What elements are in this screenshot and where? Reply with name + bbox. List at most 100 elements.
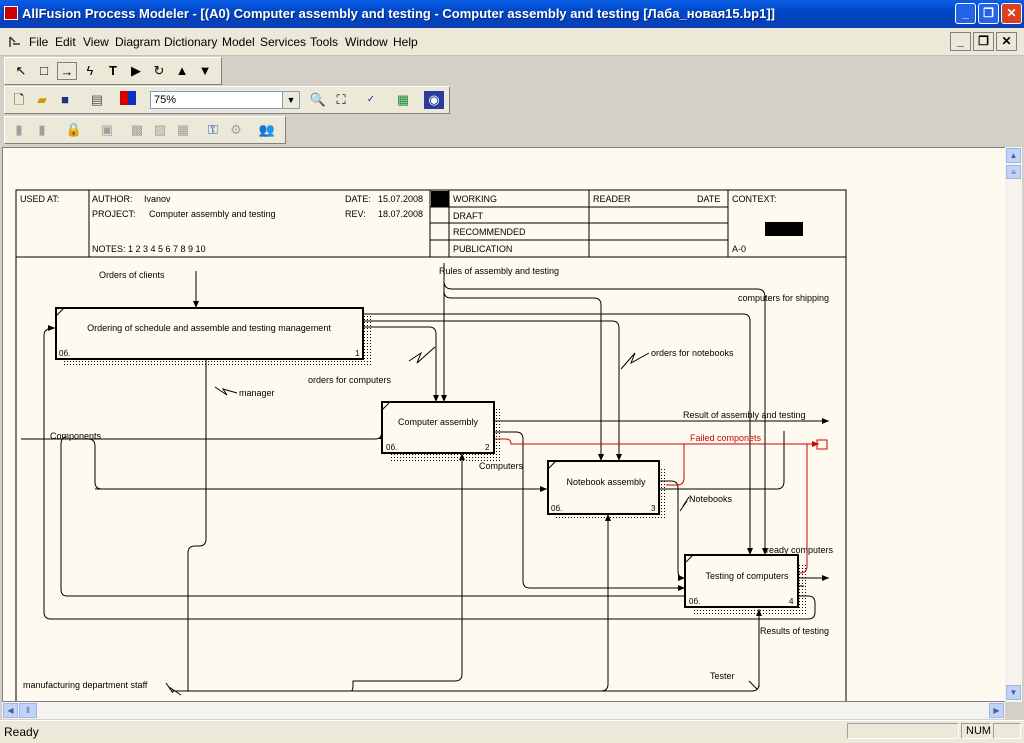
horizontal-scrollbar[interactable]: ◀ ⦀ ▶ — [2, 702, 1005, 719]
num-lock-indicator: NUM — [961, 723, 991, 739]
label-manager: manager — [239, 388, 275, 398]
window-title: AllFusion Process Modeler - [(A0) Comput… — [22, 6, 775, 21]
menu-view[interactable]: View — [83, 35, 109, 49]
mart-tools-icon: ⚙ — [230, 122, 242, 137]
label-orders-for-computers: orders for computers — [308, 375, 392, 385]
title-bar: AllFusion Process Modeler - [(A0) Comput… — [0, 0, 1024, 28]
box-3-label: Notebook assembly — [566, 477, 646, 487]
label-failed: Failed componets — [690, 433, 762, 443]
mdi-restore-button[interactable]: ❐ — [973, 32, 994, 51]
idef0-diagram: USED AT: AUTHOR: Ivanov PROJECT: Compute… — [15, 189, 847, 701]
project-label: PROJECT: — [92, 209, 136, 219]
save-icon[interactable]: ■ — [61, 92, 69, 107]
mart-save-icon: ▩ — [130, 122, 144, 137]
box-3[interactable]: Notebook assembly 0б. 3 — [547, 460, 660, 515]
author-label: AUTHOR: — [92, 194, 133, 204]
status-working: WORKING — [453, 194, 497, 204]
menu-diagram[interactable]: Diagram — [115, 35, 161, 49]
go-to-child-icon[interactable]: ▼ — [198, 63, 212, 78]
zoom-select[interactable]: 75% ▼ — [150, 91, 300, 109]
label-ready-computers: ready computers — [766, 545, 834, 555]
drawing-toolbar: ↖ □ → ϟ T ▶ ↻ ▲ ▼ — [4, 57, 222, 85]
vertical-scroll-thumb[interactable]: ≡ — [1006, 165, 1021, 179]
mart-toolbar: ▮ ▮ 🔒 ▣ ▩ ▨ ▦ ⚿ ⚙ 👥 — [4, 116, 286, 144]
box-2-label: Computer assembly — [398, 417, 479, 427]
menu-window[interactable]: Window — [345, 35, 388, 49]
minimize-button[interactable]: _ — [955, 3, 976, 24]
diagram-workspace[interactable]: USED AT: AUTHOR: Ivanov PROJECT: Compute… — [2, 147, 1005, 702]
box-3-number: 3 — [651, 504, 656, 513]
menu-file[interactable]: File — [29, 35, 49, 49]
mdi-close-button[interactable]: ✕ — [996, 32, 1017, 51]
mart-connect-icon: ▮ — [15, 122, 23, 137]
go-to-sibling-icon[interactable]: ▶ — [131, 63, 141, 78]
box-tool-icon[interactable]: □ — [40, 63, 48, 78]
reader-label: READER — [593, 194, 631, 204]
standard-toolbar: 🗋 ▰ ■ ▤ 75% ▼ 🔍 ⛶ ✓ ▦ ◉ — [4, 86, 450, 114]
spell-check-icon[interactable]: ✓ — [366, 94, 376, 105]
rotate-icon[interactable]: ↻ — [153, 63, 165, 78]
zoom-fit-icon[interactable]: ⛶ — [336, 92, 346, 107]
date-value: 15.07.2008 — [378, 194, 423, 204]
mdi-minimize-button[interactable]: _ — [950, 32, 971, 51]
scroll-up-icon[interactable]: ▲ — [1006, 148, 1021, 163]
box-3-cost: 0б. — [551, 504, 562, 513]
label-tester: Tester — [710, 671, 735, 681]
pointer-tool-icon[interactable]: ↖ — [15, 63, 27, 78]
label-components: Components — [50, 431, 102, 441]
date-label: DATE: — [345, 194, 371, 204]
node-label: A-0 — [732, 244, 746, 254]
box-4[interactable]: Testing of computers 0б. 4 — [684, 554, 799, 608]
scroll-left-icon[interactable]: ◀ — [3, 703, 18, 718]
session-icon[interactable]: ⚿ — [208, 122, 218, 137]
project-value: Computer assembly and testing — [149, 209, 276, 219]
rev-value: 18.07.2008 — [378, 209, 423, 219]
menu-model[interactable]: Model — [222, 35, 255, 49]
menu-help[interactable]: Help — [393, 35, 418, 49]
scroll-down-icon[interactable]: ▼ — [1006, 685, 1021, 700]
print-icon[interactable]: ▤ — [90, 92, 104, 107]
status-bar: Ready NUM — [0, 720, 1024, 743]
menu-services[interactable]: Services — [260, 35, 307, 49]
status-panel-3 — [993, 723, 1021, 739]
menu-edit[interactable]: Edit — [55, 35, 76, 49]
label-orders-of-clients: Orders of clients — [99, 270, 165, 280]
status-publication: PUBLICATION — [453, 244, 512, 254]
globe-icon[interactable]: ◉ — [424, 91, 444, 109]
lock-icon: 🔒 — [65, 122, 83, 137]
maximize-button[interactable]: ❐ — [978, 3, 999, 24]
chevron-down-icon[interactable]: ▼ — [282, 92, 299, 108]
mart-open-icon: ▣ — [100, 122, 114, 137]
scroll-right-icon[interactable]: ▶ — [989, 703, 1004, 718]
box-1[interactable]: Ordering of schedule and assemble and te… — [55, 307, 364, 360]
go-to-parent-icon[interactable]: ▲ — [175, 63, 189, 78]
document-icon[interactable] — [8, 34, 24, 50]
rev-label: REV: — [345, 209, 366, 219]
status-recommended: RECOMMENDED — [453, 227, 526, 237]
new-icon[interactable]: 🗋 — [13, 92, 25, 107]
arrow-tool-icon[interactable]: → — [57, 62, 77, 80]
horizontal-scroll-thumb[interactable]: ⦀ — [19, 703, 37, 718]
box-4-cost: 0б. — [689, 597, 700, 606]
menu-dictionary[interactable]: Dictionary — [164, 35, 218, 49]
notes-label: NOTES: 1 2 3 4 5 6 7 8 9 10 — [92, 244, 206, 254]
vertical-scrollbar[interactable]: ▲ ≡ ▼ — [1005, 147, 1022, 702]
label-rules: Rules of assembly and testing — [439, 266, 559, 276]
text-tool-icon[interactable]: T — [109, 63, 117, 78]
mart-grid-icon: ▦ — [176, 122, 190, 137]
zoom-in-icon[interactable]: 🔍 — [309, 92, 327, 107]
model-explorer-icon[interactable]: ▦ — [396, 92, 410, 107]
close-button[interactable]: ✕ — [1001, 3, 1022, 24]
box-2[interactable]: Computer assembly 0б. 2 — [381, 401, 495, 454]
open-icon[interactable]: ▰ — [37, 92, 47, 107]
zoom-value: 75% — [154, 94, 177, 106]
menu-tools[interactable]: Tools — [310, 35, 339, 49]
label-results-of-testing: Results of testing — [760, 626, 829, 636]
color-icon[interactable] — [118, 91, 138, 109]
used-at-label: USED AT: — [20, 194, 59, 204]
users-icon[interactable]: 👥 — [258, 122, 276, 137]
squiggle-tool-icon[interactable]: ϟ — [86, 63, 94, 78]
box-4-label: Testing of computers — [705, 571, 789, 581]
label-notebooks: Notebooks — [689, 494, 733, 504]
status-text: Ready — [4, 725, 39, 739]
